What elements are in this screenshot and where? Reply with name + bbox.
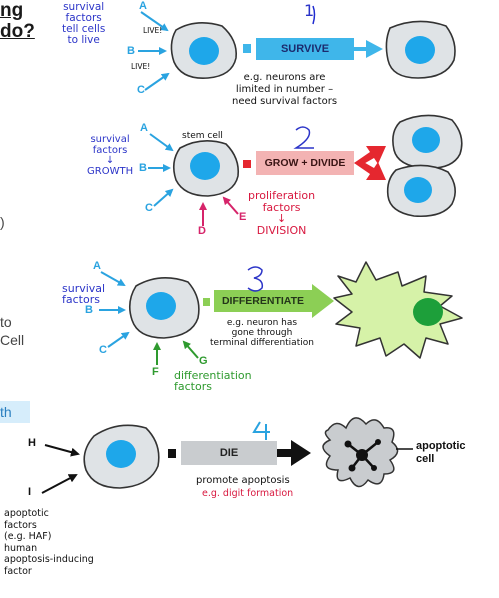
panel3-number: 3	[248, 266, 249, 267]
panel2-signal-e-arrow	[222, 196, 239, 215]
panel3-signal-g-label: G	[199, 355, 208, 367]
differentiated-cell	[333, 261, 463, 359]
heading-line2: do?	[0, 21, 35, 42]
panel2-cell	[172, 140, 240, 197]
apoptotic-factors-note: apoptotic factors (e.g. HAF) human apopt…	[4, 508, 94, 577]
survive-arrow	[243, 38, 383, 60]
panel3-signal-g-arrow	[182, 340, 199, 359]
left-to: to	[0, 314, 12, 330]
panel2-signal-b-label: B	[139, 162, 147, 174]
panel1-signal-a-arrow	[140, 11, 169, 32]
promote-apoptosis-note: promote apoptosis	[196, 475, 290, 486]
panel4-signal-h-arrow	[44, 444, 80, 457]
panel2-signal-a-label: A	[140, 122, 148, 134]
panel4-number: 4	[254, 418, 255, 419]
panel2-signal-c-arrow	[153, 188, 174, 207]
proliferation-note: proliferation factors ↓ DIVISION	[248, 189, 316, 237]
differentiation-factors-note: differentiation factors	[174, 369, 252, 393]
panel3-cell	[128, 277, 200, 339]
panel4-cell	[83, 424, 160, 489]
panel3-signal-f-label: F	[152, 366, 159, 378]
die-arrow-label: DIE	[219, 447, 239, 459]
panel3-signal-a-arrow	[100, 271, 126, 286]
th-highlight	[0, 401, 30, 423]
panel3-signal-b-label: B	[85, 304, 93, 316]
heading-line1: ng	[0, 0, 24, 21]
panel2-daughter-cell-bottom	[386, 164, 456, 218]
panel1-live-b: LIVE!	[131, 62, 151, 71]
panel1-signal-c-label: C	[137, 84, 145, 96]
panel1-result-cell	[385, 20, 456, 79]
stem-cell-label: stem cell	[182, 131, 223, 141]
panel4-example: e.g. digit formation	[202, 488, 294, 499]
panel2-signal-c-label: C	[145, 202, 153, 214]
panel1-number-doodle	[312, 5, 316, 25]
panel2-signal-e-label: E	[239, 211, 247, 223]
panel2-daughter-cell-top	[392, 114, 463, 170]
survive-arrow-label: SURVIVE	[280, 43, 330, 55]
panel1-number: 1	[304, 1, 315, 20]
panel2-signal-d-label: D	[198, 225, 206, 237]
panel3-signal-a-label: A	[93, 260, 101, 272]
die-arrow	[168, 440, 311, 466]
differentiate-arrow	[203, 284, 334, 318]
grow-divide-arrow	[243, 146, 386, 180]
panel3-signal-c-arrow	[107, 331, 130, 348]
left-cell: Cell	[0, 332, 25, 348]
left-paren: )	[0, 214, 5, 230]
panel1-signal-b-label: B	[127, 45, 135, 57]
panel2-survival-note: survival factors ↓ GROWTH	[87, 134, 134, 177]
panel3-number-doodle	[247, 266, 264, 292]
panel2-number-doodle	[293, 126, 314, 149]
grow-divide-arrow-label: GROW + DIVIDE	[264, 157, 346, 169]
apoptotic-cell-label: apoptotic cell	[416, 440, 466, 465]
panel4-signal-h-label: H	[28, 437, 36, 449]
panel2-signal-a-arrow	[149, 133, 174, 152]
panel4-number-doodle	[252, 421, 270, 440]
panel1-signal-a-label: A	[139, 0, 147, 12]
apoptotic-cell	[322, 417, 399, 488]
differentiate-arrow-label: DIFFERENTIATE	[221, 295, 305, 307]
panel4-signal-i-arrow	[41, 474, 78, 494]
panel1-live-a: LIVE!	[143, 26, 163, 35]
panel3-signal-c-label: C	[99, 344, 107, 356]
panel1-example: e.g. neurons are limited in number – nee…	[232, 72, 338, 107]
panel4-signal-i-label: I	[28, 486, 32, 498]
panel1-cell	[170, 22, 238, 79]
panel2-number: 2	[296, 127, 297, 128]
panel3-survival-note: survival factors	[62, 282, 106, 306]
panel3-example: e.g. neuron has gone through terminal di…	[210, 318, 314, 348]
panel1-survival-note: survival factors tell cells to live	[62, 1, 106, 46]
left-th: th	[0, 404, 12, 420]
panel1-signal-c-arrow	[144, 72, 170, 91]
